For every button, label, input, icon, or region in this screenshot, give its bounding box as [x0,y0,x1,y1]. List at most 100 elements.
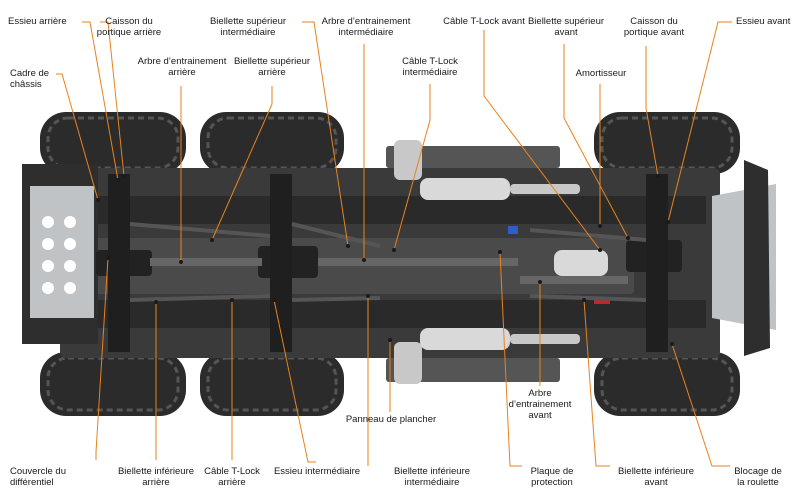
label-cable-tlock-intermediaire: Câble T-Lock intermédiaire [394,56,466,78]
leader-essieu-avant [667,21,732,223]
tire-middle-right [200,352,344,416]
label-line: d’entrainement [508,399,572,410]
rear-axle [108,174,130,352]
tire-front-left [594,112,740,174]
label-line: Essieu avant [736,16,791,27]
tire-rear-right [40,352,186,416]
rear-driveshaft [150,258,262,266]
label-line: intermédiaire [220,27,276,38]
label-line: protection [531,477,573,488]
label-line: arrière [168,67,196,78]
label-line: Amortisseur [575,68,627,79]
intermediate-upper-link [291,222,381,248]
front-lower-link [529,294,647,302]
exhaust-top [394,140,580,200]
leader-caisson-avant [645,46,659,177]
tire-front-right [594,352,740,416]
label-line: Plaque de [530,466,574,477]
label-line: Biellette supérieur [233,56,311,67]
motor [554,250,608,276]
label-line: Biellette supérieur [527,16,605,27]
label-line: Arbre d’entrainement [321,16,411,27]
label-line: Couvercle du [10,466,66,477]
label-biellette-sup-arriere: Biellette supérieur arrière [226,56,318,78]
leader-biellette-sup-arr [211,86,273,241]
label-cadre-chassis: Cadre de châssis [10,68,49,90]
label-cable-tlock-avant: Câble T-Lock avant [434,16,534,27]
label-biellette-inf-arriere: Biellette inférieure arrière [106,466,206,488]
tire-middle-left [200,112,344,174]
red-wire [594,300,610,304]
intermediate-lower-link [291,296,381,302]
leader-biellette-sup-int [302,21,349,247]
leader-caisson-arriere [100,21,125,177]
label-line: Essieu arrière [8,16,67,27]
label-biellette-sup-avant: Biellette supérieur avant [522,16,610,38]
leader-tlock-int [393,84,431,251]
label-essieu-arriere: Essieu arrière [8,16,67,27]
blue-fitting [508,226,518,234]
label-line: Panneau de plancher [345,414,437,425]
label-couvercle-differentiel: Couvercle du différentiel [10,466,66,488]
rear-skid-plate [22,164,98,344]
intermediate-axle [270,174,292,352]
label-line: avant [528,410,552,421]
label-line: Biellette inférieure [617,466,695,477]
label-line: Biellette inférieure [117,466,195,477]
label-arbre-intermediaire: Arbre d’entrainement intermédiaire [314,16,418,38]
label-line: différentiel [10,477,54,488]
label-amortisseur: Amortisseur [566,68,636,79]
rear-upper-link [129,222,271,238]
label-line: arrière [142,477,170,488]
label-essieu-intermediaire: Essieu intermédiaire [270,466,364,477]
leader-cadre [56,73,99,201]
label-essieu-avant: Essieu avant [736,16,790,27]
label-line: Câble T-Lock avant [443,16,525,27]
label-line: châssis [10,79,42,90]
leader-tlock-avant [483,30,601,251]
label-caisson-portique-avant: Caisson du portique avant [616,16,692,38]
intermediate-driveshaft [318,258,518,266]
leader-essieu-int [273,299,316,463]
leader-biellette-sup-avant [563,44,629,239]
label-line: portique arrière [96,27,162,38]
tire-rear-left [40,112,186,174]
label-line: Caisson du [105,16,153,27]
label-line: intermédiaire [338,27,394,38]
front-driveshaft [520,276,628,284]
label-line: Blocage de [734,466,782,477]
leader-plaque [499,251,522,467]
label-line: arrière [258,67,286,78]
leader-couvercle [95,257,109,460]
label-blocage-roulette: Blocage de la roulette [726,466,790,488]
label-line: avant [644,477,668,488]
label-line: Câble T-Lock [204,466,260,477]
label-biellette-inf-avant: Biellette inférieure avant [608,466,704,488]
label-line: intermédiaire [404,477,460,488]
leader-blocage [671,343,730,467]
leader-biellette-inf-avant [583,299,610,467]
label-line: Biellette supérieur [209,16,287,27]
label-line: Caisson du [630,16,678,27]
exhaust-bottom [394,328,580,384]
label-line: avant [554,27,578,38]
front-skid-plate [712,160,776,356]
label-arbre-arriere: Arbre d’entrainement arrière [132,56,232,78]
leader-dots [96,174,674,346]
label-line: portique avant [623,27,685,38]
label-panneau-plancher: Panneau de plancher [340,414,442,425]
label-line: Arbre [528,388,552,399]
label-line: Câble T-Lock [402,56,458,67]
label-arbre-avant: Arbre d’entrainement avant [498,388,582,421]
label-line: Arbre d’entrainement [137,56,227,67]
rear-lower-link [129,294,271,302]
leader-essieu-arriere [82,21,119,181]
label-line: la roulette [737,477,779,488]
label-line: arrière [218,477,246,488]
leader-lines [56,21,732,467]
label-line: intermédiaire [402,67,458,78]
label-line: Biellette inférieure [393,466,471,477]
label-caisson-portique-arriere: Caisson du portique arrière [92,16,166,38]
